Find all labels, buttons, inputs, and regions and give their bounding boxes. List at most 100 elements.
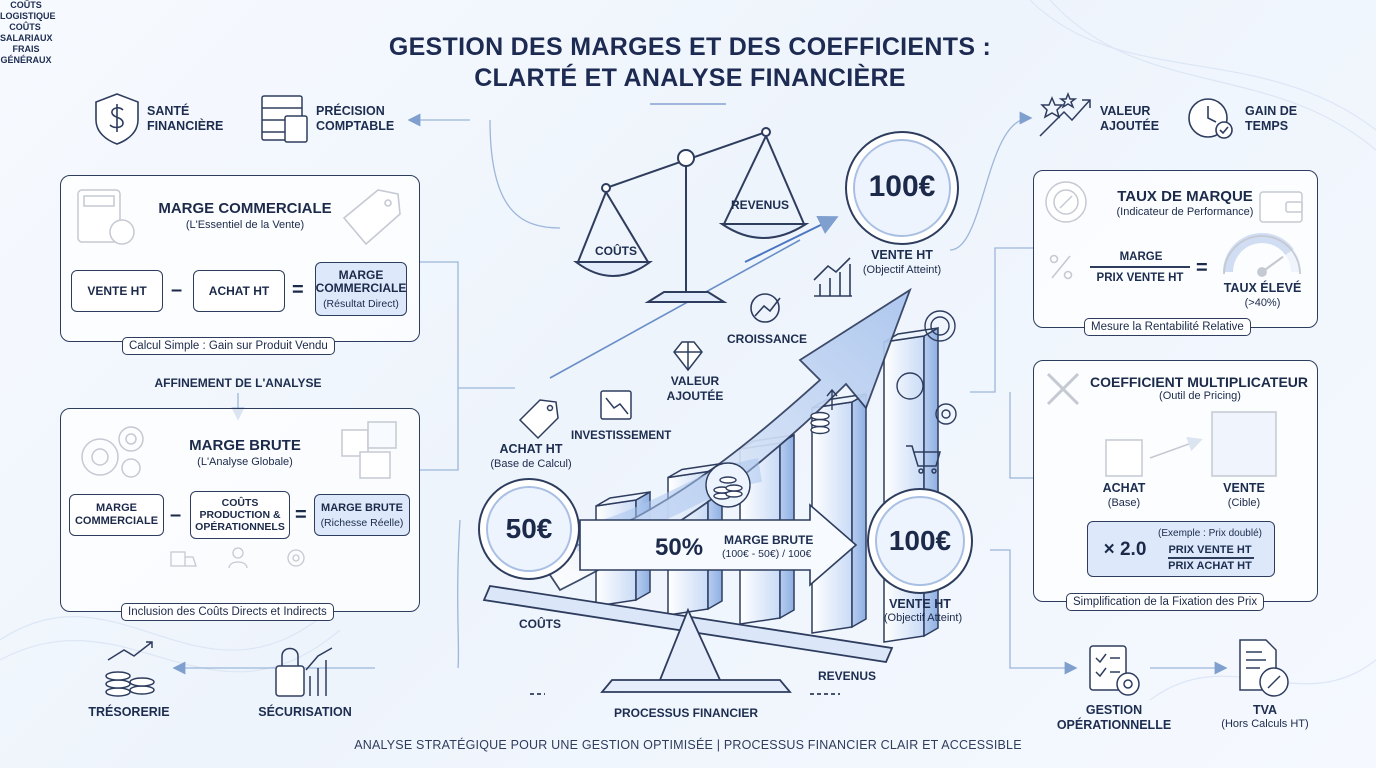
sante-label: SANTÉ FINANCIÈRE [147, 104, 224, 133]
document-percent-icon [1239, 639, 1289, 697]
tva-sub: (Hors Calculs HT) [1221, 718, 1309, 730]
marge-commerciale-subtitle: (L'Essentiel de la Vente) [185, 219, 305, 231]
vente-square-label: VENTE [1223, 481, 1265, 495]
connector-lines [172, 111, 1228, 675]
checklist-gear-icon [1089, 645, 1140, 696]
marge-brute-caption: Inclusion des Coûts Directs et Indirects [121, 603, 334, 621]
lock-growth-icon [275, 647, 333, 697]
diamond-icon [673, 341, 703, 372]
coefficient-formula-box [1087, 521, 1275, 577]
page-title: GESTION DES MARGES ET DES COEFFICIENTS :… [250, 32, 1130, 94]
taux-numerator: MARGE [1119, 251, 1163, 263]
equals-operator-3: = [1196, 257, 1208, 279]
vente-square-sub: (Cible) [1227, 497, 1261, 509]
valeur-ajoutee-label: VALEUR AJOUTÉE [1100, 104, 1160, 133]
price-circle-right-icon [867, 488, 973, 594]
clock-check-icon [1188, 98, 1233, 139]
fraction-bar [1090, 266, 1190, 268]
revenus-pan-label: REVENUS [730, 198, 789, 212]
tva-label: TVA [1252, 703, 1278, 717]
chart-bar-top-1 [595, 491, 651, 507]
title-divider [650, 103, 726, 105]
marge-brute-result-box: MARGE BRUTE (Richesse Réelle) [314, 494, 410, 536]
bar-chart-small-icon [813, 257, 852, 297]
cost-salariaux-label: COÛTS SALARIAUX [0, 22, 53, 43]
taux-marque-title: TAUX DE MARQUE [1117, 188, 1253, 205]
seesaw-icon [482, 585, 894, 695]
frais-generaux-label: FRAIS GÉNÉRAUX [0, 44, 52, 65]
vente-right-sub: (Objectif Atteint) [883, 612, 963, 624]
marge-commerciale-caption: Calcul Simple : Gain sur Produit Vendu [122, 337, 335, 355]
gear-euro-icons [896, 310, 957, 425]
valeur-center-label: VALEUR AJOUTÉE [666, 374, 724, 403]
percent-value: 50% [655, 534, 704, 561]
vente-ht-box: VENTE HT [71, 270, 163, 312]
achat-square-sub: (Base) [1107, 497, 1141, 509]
achat-center-label: ACHAT HT [499, 442, 563, 456]
chart-bars [595, 326, 939, 643]
marge-brute-center-label: MARGE BRUTE [724, 533, 814, 547]
multiplier-value: × 2.0 [1103, 539, 1147, 560]
coefficient-caption: Simplification de la Fixation des Prix [1066, 593, 1265, 611]
affinement-label: AFFINEMENT DE L'ANALYSE [154, 376, 322, 390]
balance-scale-icon [573, 127, 810, 303]
tresorerie-label: TRÉSORERIE [88, 705, 170, 719]
gain-temps-label: GAIN DE TEMPS [1245, 104, 1298, 133]
croissance-icon [750, 293, 781, 323]
abacus-calculator-icon [261, 95, 308, 143]
marge-brute-subtitle: (L'Analyse Globale) [197, 456, 293, 468]
investissement-label: INVESTISSEMENT [571, 430, 672, 442]
equals-operator-2: = [295, 504, 307, 526]
coefficient-example: (Exemple : Prix doublé) [1158, 528, 1262, 539]
price-circle-left-icon [478, 478, 580, 580]
taux-denominator: PRIX VENTE HT [1096, 272, 1184, 284]
result-main: MARGE COMMERCIALE [315, 267, 407, 295]
footer-text: ANALYSE STRATÉGIQUE POUR UNE GESTION OPT… [354, 738, 1022, 752]
marge-formula: (100€ - 50€) / 100€ [722, 548, 812, 560]
vente-right-label: VENTE HT [889, 597, 951, 611]
price-top-value: 100€ [868, 170, 936, 203]
price-tag-icon [518, 399, 559, 440]
coin-stack-icon [705, 388, 838, 508]
precision-label: PRÉCISION COMPTABLE [316, 104, 395, 133]
couts-pan-label: COÛTS [595, 244, 637, 258]
marge-commerciale-title: MARGE COMMERCIALE [158, 200, 332, 217]
gauge-sub: (>40%) [1244, 297, 1281, 309]
couts-production-box: COÛTS PRODUCTION & OPÉRATIONNELS [190, 491, 290, 539]
coefficient-title: COEFFICIENT MULTIPLICATEUR [1089, 374, 1309, 390]
cost-logistique-label: COÛTS LOGISTIQUE [0, 0, 56, 21]
minus-operator: – [171, 279, 183, 301]
coefficient-num: PRIX VENTE HT [1168, 544, 1252, 556]
taux-marque-subtitle: (Indicateur de Performance) [1116, 206, 1254, 218]
marge-brute-title: MARGE BRUTE [189, 437, 301, 454]
processus-label: PROCESSUS FINANCIER [613, 706, 759, 720]
stars-growth-icon [1039, 91, 1091, 137]
minus-operator-2: – [170, 504, 182, 526]
chart-bar-side-4 [851, 392, 867, 629]
achat-ht-box: ACHAT HT [193, 270, 285, 312]
croissance-label: CROISSANCE [727, 332, 808, 346]
result-sub: (Résultat Direct) [323, 297, 399, 310]
revenus-bottom-label: REVENUS [817, 669, 876, 683]
securisation-label: SÉCURISATION [258, 705, 352, 719]
equals-operator: = [292, 279, 304, 301]
tresorerie-icon [105, 641, 155, 697]
fraction-bar-2 [1168, 557, 1254, 559]
result-sub-2: (Richesse Réelle) [320, 516, 404, 529]
couts-bottom-label: COÛTS [519, 617, 561, 631]
vente-top-sub: (Objectif Atteint) [862, 264, 942, 276]
trend-down-icon [600, 390, 632, 420]
shield-dollar-icon [95, 93, 139, 145]
gestion-label: GESTION OPÉRATIONNELLE [1056, 703, 1172, 732]
price-right-value: 100€ [888, 525, 952, 556]
gauge-label: TAUX ÉLEVÉ [1223, 281, 1302, 295]
coefficient-den: PRIX ACHAT HT [1168, 560, 1252, 572]
result-main-2: MARGE BRUTE [321, 501, 403, 514]
achat-center-sub: (Base de Calcul) [490, 458, 572, 470]
title-line-2: CLARTÉ ET ANALYSE FINANCIÈRE [474, 64, 906, 92]
price-left-value: 50€ [505, 513, 553, 544]
coefficient-subtitle: (Outil de Pricing) [1159, 390, 1241, 402]
taux-marque-caption: Mesure la Rentabilité Relative [1084, 318, 1251, 336]
marge-brute-arrow-icon [579, 503, 858, 587]
cart-icon [906, 445, 941, 474]
